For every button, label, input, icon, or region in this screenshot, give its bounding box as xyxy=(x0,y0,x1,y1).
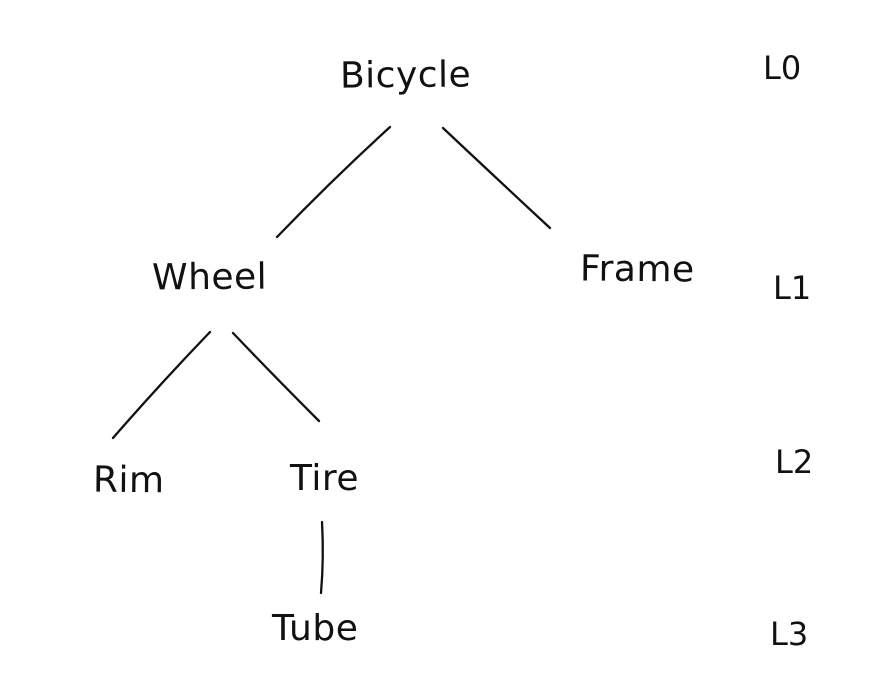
edge-wheel-rim xyxy=(111,330,212,440)
edge-bicycle-wheel xyxy=(275,125,392,239)
level-label-l3: L3 xyxy=(770,615,809,653)
edge-tire-tube xyxy=(319,520,324,595)
level-label-l0: L0 xyxy=(763,49,802,87)
node-rim: Rim xyxy=(92,459,165,502)
node-bicycle: Bicycle xyxy=(339,54,472,97)
edge-wheel-tire xyxy=(231,331,321,423)
level-label-l1: L1 xyxy=(773,269,812,307)
node-wheel: Wheel xyxy=(151,256,268,299)
node-frame: Frame xyxy=(579,248,695,291)
node-tube: Tube xyxy=(272,608,359,649)
level-label-l2: L2 xyxy=(775,443,814,481)
node-tire: Tire xyxy=(290,458,360,499)
edge-bicycle-frame xyxy=(441,126,552,230)
